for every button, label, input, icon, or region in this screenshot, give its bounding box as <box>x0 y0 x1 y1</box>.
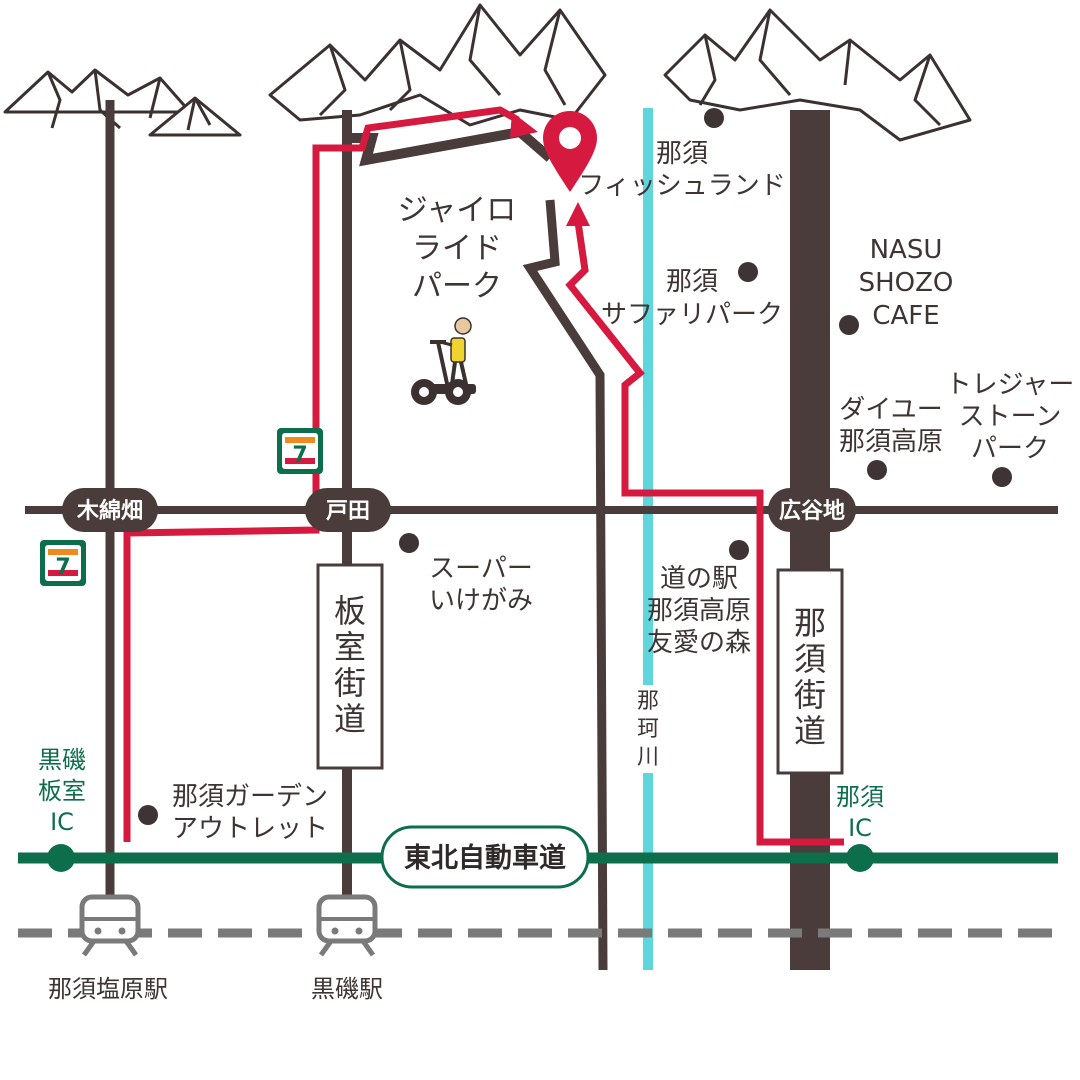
svg-text:那: 那 <box>637 689 659 714</box>
svg-text:IC: IC <box>848 814 872 842</box>
svg-text:トレジャー: トレジャー <box>946 370 1075 400</box>
route-arrow-head <box>566 202 590 226</box>
train-icon <box>79 894 141 957</box>
station-label: 黒磯駅 <box>311 975 383 1003</box>
convenience-store-icon: 7 <box>277 428 323 474</box>
road-river-side <box>522 199 608 971</box>
route-arrow-head <box>510 112 538 138</box>
svg-text:板室: 板室 <box>38 777 86 805</box>
mountain-illustration <box>3 3 972 142</box>
svg-text:那須: 那須 <box>666 267 718 297</box>
landmark-dots <box>138 108 1012 825</box>
landmark-treasure-stone: トレジャー ストーン パーク <box>946 370 1075 464</box>
svg-text:那須ガーデン: 那須ガーデン <box>172 782 328 812</box>
svg-text:戸田: 戸田 <box>326 499 370 524</box>
svg-text:川: 川 <box>637 745 659 770</box>
svg-text:ストーン: ストーン <box>959 402 1062 432</box>
svg-text:板: 板 <box>334 592 366 630</box>
landmark-safari: 那須 サファリパーク <box>601 267 783 330</box>
road-label-itamuro: 板 室 街 道 <box>316 563 384 770</box>
landmark-nasu-shozo: NASU SHOZO CAFE <box>859 235 954 331</box>
interchange-icon <box>47 844 75 872</box>
svg-text:CAFE: CAFE <box>872 301 939 331</box>
svg-text:黒磯: 黒磯 <box>38 746 86 774</box>
landmark-daiyu: ダイユー 那須高原 <box>839 395 943 457</box>
svg-text:広谷地: 広谷地 <box>779 498 845 524</box>
svg-text:サファリパーク: サファリパーク <box>601 300 783 330</box>
svg-text:ライド: ライド <box>412 231 502 266</box>
svg-text:那須高原: 那須高原 <box>839 427 943 457</box>
svg-text:那須: 那須 <box>656 139 708 169</box>
svg-text:道: 道 <box>794 712 826 750</box>
intersection-mokumenbata: 木綿畑 <box>62 488 158 532</box>
svg-text:道の駅: 道の駅 <box>660 564 738 594</box>
svg-text:那: 那 <box>794 604 826 642</box>
landmark-michinoeki: 道の駅 那須高原 友愛の森 <box>647 564 751 658</box>
svg-text:ジャイロ: ジャイロ <box>398 193 517 228</box>
svg-text:スーパー: スーパー <box>429 554 533 584</box>
svg-text:ダイユー: ダイユー <box>839 395 942 425</box>
interchange-label-nasu: 那須 IC <box>836 783 884 842</box>
svg-text:NASU: NASU <box>870 235 943 265</box>
svg-text:7: 7 <box>292 443 307 468</box>
road-label-nasu: 那 須 街 道 <box>776 568 844 775</box>
svg-text:街: 街 <box>334 664 366 702</box>
road-toda-upper <box>347 126 554 167</box>
svg-text:友愛の森: 友愛の森 <box>647 628 751 658</box>
destination-pin-icon <box>543 111 597 192</box>
svg-text:7: 7 <box>55 555 70 580</box>
station-label: 那須塩原駅 <box>48 975 168 1003</box>
svg-text:いけがみ: いけがみ <box>429 586 533 616</box>
svg-text:アウトレット: アウトレット <box>172 814 328 844</box>
segway-rider-icon <box>411 317 476 405</box>
intersection-toda: 戸田 <box>305 488 391 532</box>
svg-text:那須高原: 那須高原 <box>647 596 751 626</box>
svg-text:フィッシュランド: フィッシュランド <box>578 171 785 201</box>
landmark-super: スーパー いけがみ <box>429 554 533 616</box>
svg-text:那須: 那須 <box>836 783 884 811</box>
route-highlight <box>123 106 844 846</box>
svg-text:珂: 珂 <box>637 717 659 742</box>
svg-text:道: 道 <box>334 700 366 738</box>
interchange-icon <box>846 844 874 872</box>
svg-text:パーク: パーク <box>412 269 502 304</box>
expressway-label-box <box>380 825 590 889</box>
svg-text:パーク: パーク <box>971 434 1049 464</box>
interchange-label-kuroiso: 黒磯 板室 IC <box>38 746 86 836</box>
landmark-fishland: 那須 フィッシュランド <box>578 139 785 201</box>
intersection-koyachi: 広谷地 <box>768 488 856 532</box>
destination-label: ジャイロ ライド パーク <box>398 193 517 304</box>
svg-text:街: 街 <box>794 676 826 714</box>
convenience-store-icon: 7 <box>40 540 86 586</box>
svg-text:室: 室 <box>334 628 366 666</box>
svg-text:木綿畑: 木綿畑 <box>76 498 143 524</box>
expressway-label: 東北自動車道 <box>404 842 566 874</box>
svg-text:IC: IC <box>50 808 74 836</box>
svg-text:SHOZO: SHOZO <box>859 268 954 298</box>
river-label: 那 珂 川 <box>630 685 666 773</box>
svg-text:須: 須 <box>794 640 826 678</box>
landmark-outlet: 那須ガーデン アウトレット <box>172 782 328 844</box>
train-icon <box>316 894 378 957</box>
